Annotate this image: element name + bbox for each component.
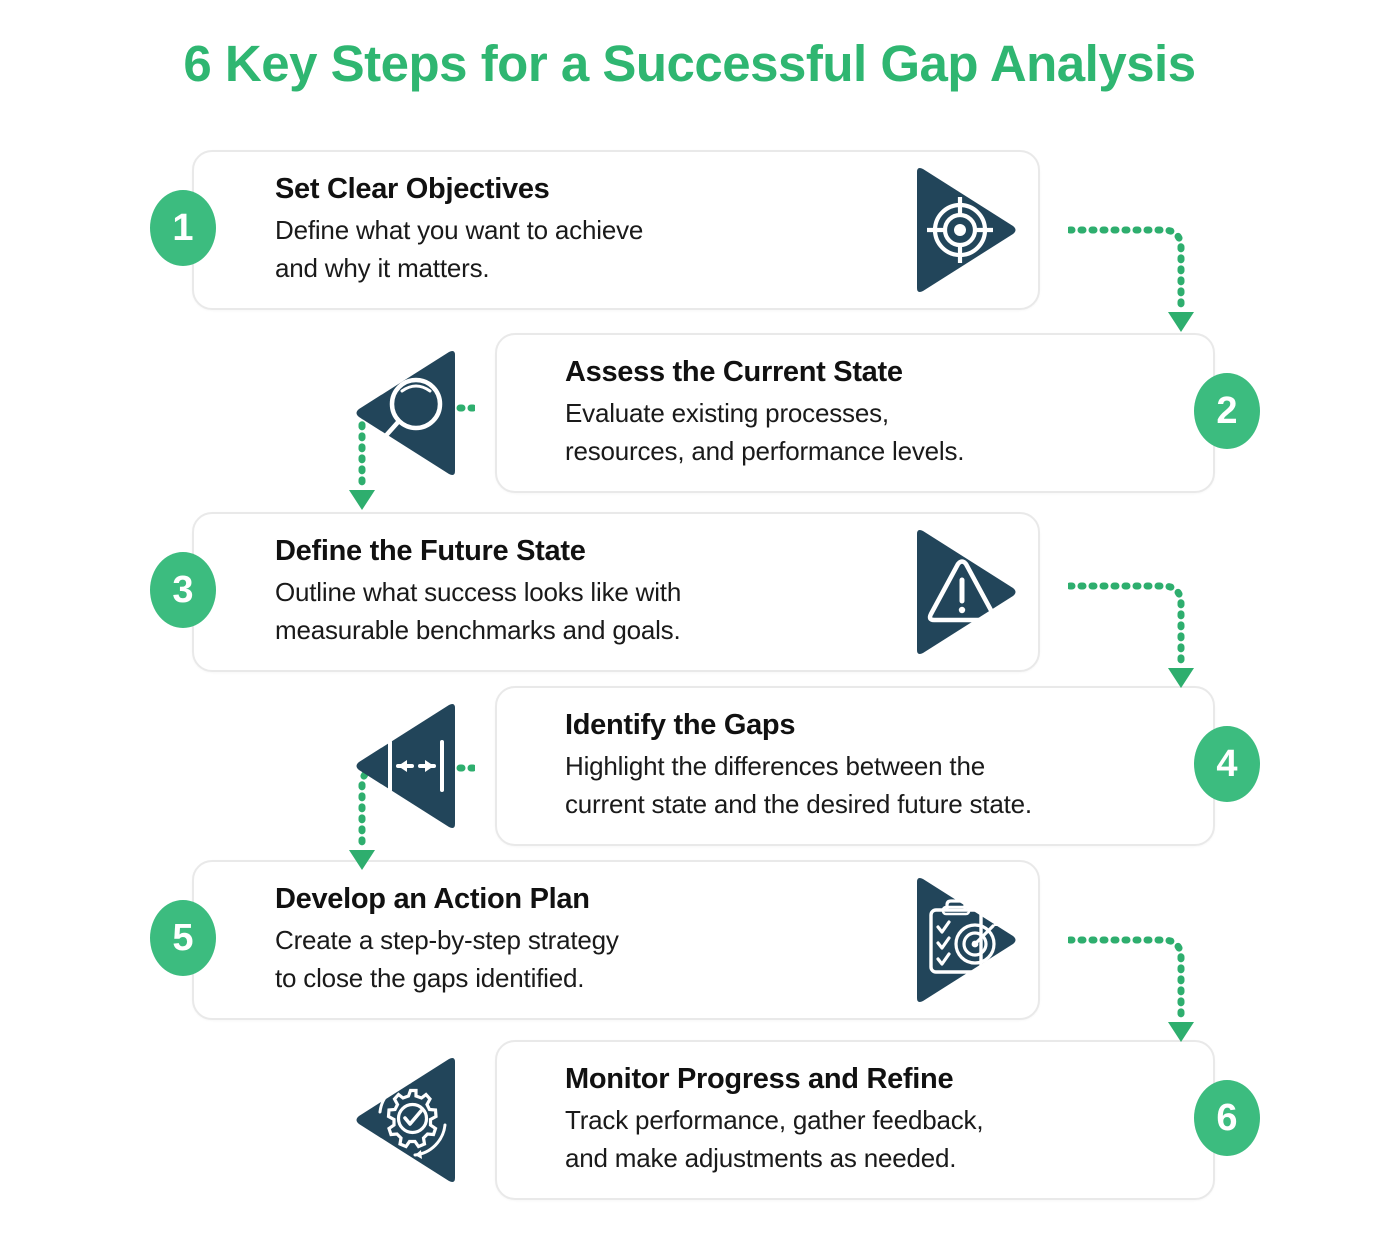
step-desc-5: Create a step-by-step strategy to close …	[275, 922, 860, 998]
step-badge-3: 3	[150, 552, 216, 628]
step-desc-line: and make adjustments as needed.	[565, 1143, 957, 1174]
step-text-5: Develop an Action Plan Create a step-by-…	[275, 882, 860, 998]
step-card-6[interactable]	[495, 1040, 1215, 1200]
step-desc-line: Define what you want to achieve	[275, 215, 644, 246]
step-desc-line: Highlight the differences between the	[565, 751, 985, 782]
warning-triangle-icon	[913, 526, 1018, 658]
clipboard-target-icon	[913, 874, 1018, 1006]
step-row-6: 6 Monitor Progress and Refine Track perf…	[340, 1040, 1260, 1215]
step-row-4: 4 Identify the Gaps Highlight the differ…	[340, 686, 1260, 861]
step-desc-line: measurable benchmarks and goals.	[275, 615, 681, 646]
step-desc-line: Track performance, gather feedback,	[565, 1105, 984, 1136]
connector-5-to-6	[1068, 932, 1198, 1052]
step-text-6: Monitor Progress and Refine Track perfor…	[565, 1062, 1140, 1178]
step-text-3: Define the Future State Outline what suc…	[275, 534, 860, 650]
step-desc-3: Outline what success looks like with mea…	[275, 574, 860, 650]
step-desc-line: Evaluate existing processes,	[565, 398, 889, 429]
step-title-2: Assess the Current State	[565, 356, 903, 388]
step-title-1: Set Clear Objectives	[275, 173, 550, 205]
step-desc-2: Evaluate existing processes, resources, …	[565, 395, 1140, 471]
step-badge-2: 2	[1194, 373, 1260, 449]
step-badge-6: 6	[1194, 1080, 1260, 1156]
step-row-1: 1 Set Clear Objectives Define what you w…	[150, 150, 1040, 325]
gap-measure-icon	[354, 700, 459, 832]
step-desc-1: Define what you want to achieve and why …	[275, 212, 860, 288]
step-desc-line: to close the gaps identified.	[275, 963, 585, 994]
step-desc-line: Outline what success looks like with	[275, 577, 682, 608]
step-card-3[interactable]	[192, 512, 1040, 672]
step-desc-4: Highlight the differences between the cu…	[565, 748, 1140, 824]
target-icon	[913, 164, 1018, 296]
connector-3-to-4	[1068, 578, 1198, 698]
step-badge-4: 4	[1194, 726, 1260, 802]
page-title: 6 Key Steps for a Successful Gap Analysi…	[183, 35, 1196, 92]
step-title-5: Develop an Action Plan	[275, 883, 590, 915]
step-row-2: 2 Assess the Current State Evaluate exis…	[340, 333, 1260, 508]
step-desc-line: Create a step-by-step strategy	[275, 925, 619, 956]
gear-refresh-check-icon	[354, 1054, 459, 1186]
step-badge-5: 5	[150, 900, 216, 976]
step-card-4[interactable]	[495, 686, 1215, 846]
step-card-1[interactable]	[192, 150, 1040, 310]
step-title-4: Identify the Gaps	[565, 709, 796, 741]
step-card-2[interactable]	[495, 333, 1215, 493]
step-desc-line: and why it matters.	[275, 253, 490, 284]
step-card-5[interactable]	[192, 860, 1040, 1020]
magnifier-icon	[354, 347, 459, 479]
step-badge-1: 1	[150, 190, 216, 266]
step-desc-6: Track performance, gather feedback, and …	[565, 1102, 1140, 1178]
step-row-3: 3 Define the Future State Outline what s…	[150, 512, 1040, 687]
step-text-2: Assess the Current State Evaluate existi…	[565, 355, 1140, 471]
step-row-5: 5 Develop an Action Plan Create a step-b…	[150, 860, 1040, 1035]
step-desc-line: current state and the desired future sta…	[565, 789, 1032, 820]
step-title-3: Define the Future State	[275, 535, 586, 567]
connector-1-to-2	[1068, 222, 1198, 342]
step-desc-line: resources, and performance levels.	[565, 436, 965, 467]
step-title-6: Monitor Progress and Refine	[565, 1063, 954, 1095]
step-text-4: Identify the Gaps Highlight the differen…	[565, 708, 1140, 824]
step-text-1: Set Clear Objectives Define what you wan…	[275, 172, 860, 288]
